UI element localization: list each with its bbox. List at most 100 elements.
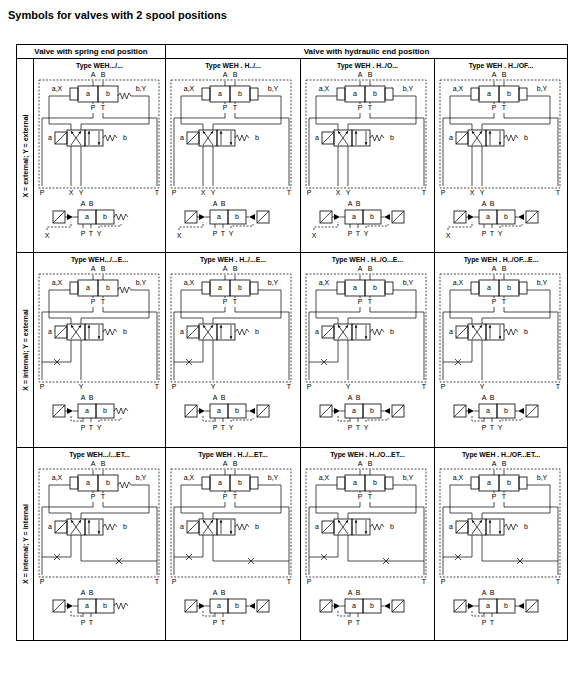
pilot-triangle bbox=[199, 214, 205, 220]
port-label: a bbox=[353, 284, 358, 292]
pilot-chamber bbox=[337, 88, 345, 100]
port-label: A bbox=[357, 71, 363, 79]
valve-square bbox=[228, 404, 246, 418]
valve-square bbox=[365, 475, 385, 491]
port-label: Y bbox=[345, 383, 351, 391]
port-label: P bbox=[347, 230, 353, 238]
port-label: b bbox=[103, 407, 108, 415]
solenoid-symbol bbox=[320, 405, 332, 417]
valve-square bbox=[363, 210, 381, 224]
solenoid-symbol bbox=[456, 132, 468, 144]
solenoid-symbol bbox=[320, 211, 332, 223]
port-label: b bbox=[238, 90, 243, 98]
hydraulic-line bbox=[474, 217, 479, 218]
flow-arrow bbox=[472, 325, 482, 339]
arrow-head bbox=[499, 336, 502, 339]
hydraulic-line bbox=[484, 224, 485, 228]
valve-square bbox=[363, 599, 381, 613]
arrow-head bbox=[210, 131, 213, 134]
flow-arrow bbox=[203, 520, 213, 534]
pilot-triangle bbox=[468, 603, 474, 609]
spring-symbol bbox=[504, 329, 518, 335]
arrow-head bbox=[88, 325, 91, 328]
valve-symbol bbox=[306, 274, 426, 422]
spring-symbol bbox=[118, 93, 131, 99]
port-label: X bbox=[68, 189, 74, 197]
arrow-head bbox=[220, 131, 223, 134]
port-label: b,Y bbox=[135, 474, 147, 482]
port-label: a bbox=[48, 328, 53, 336]
port-label: b bbox=[255, 328, 260, 336]
solenoid-symbol bbox=[185, 211, 197, 223]
port-label: a bbox=[180, 523, 185, 531]
valve-square bbox=[78, 86, 98, 102]
pilot-triangle bbox=[67, 214, 73, 220]
solenoid-symbol bbox=[456, 326, 468, 338]
internal-plug bbox=[517, 558, 523, 564]
solenoid-symbol bbox=[456, 326, 468, 338]
hydraulic-line bbox=[73, 606, 78, 607]
internal-plug bbox=[321, 359, 327, 365]
hydraulic-line bbox=[492, 224, 493, 228]
valve-symbol bbox=[171, 80, 291, 230]
pilot-triangle bbox=[334, 603, 340, 609]
port-label: a bbox=[487, 90, 492, 98]
port-label: P bbox=[306, 383, 312, 391]
solenoid-symbol bbox=[257, 211, 269, 223]
port-label: b bbox=[106, 479, 111, 487]
port-label: A bbox=[347, 589, 353, 597]
flow-arrow bbox=[203, 325, 213, 339]
port-label: a,X bbox=[318, 474, 330, 482]
arrow-head bbox=[345, 131, 348, 134]
port-label: b bbox=[123, 134, 128, 142]
port-label: P bbox=[357, 104, 363, 112]
port-label: B bbox=[100, 460, 106, 468]
hydraulic-line bbox=[71, 146, 72, 186]
hydraulic-line bbox=[174, 307, 225, 380]
arrow-head bbox=[472, 325, 475, 328]
port-label: a bbox=[449, 328, 454, 336]
pilot-triangle bbox=[384, 408, 390, 414]
flow-arrow bbox=[89, 131, 90, 145]
port-label: B bbox=[220, 200, 226, 208]
port-label: B bbox=[100, 71, 106, 79]
port-label: Y bbox=[345, 189, 351, 197]
hydraulic-line bbox=[213, 485, 281, 519]
hydraulic-line bbox=[340, 217, 345, 218]
pilot-chamber bbox=[471, 477, 479, 489]
hydraulic-line bbox=[482, 146, 483, 186]
port-label: P bbox=[357, 298, 363, 306]
pilot-chamber bbox=[385, 477, 393, 489]
valve-square bbox=[78, 475, 98, 491]
port-label: A bbox=[212, 394, 218, 402]
arrow-head bbox=[88, 131, 91, 134]
header-cell: Valve with hydraulic end position bbox=[165, 44, 568, 59]
valve-square bbox=[468, 130, 486, 146]
hydraulic-line bbox=[223, 613, 224, 617]
port-label: a,X bbox=[452, 85, 464, 93]
pilot-line bbox=[203, 611, 215, 616]
hydraulic-line bbox=[213, 290, 281, 324]
port-label: P bbox=[80, 424, 86, 432]
valve-square bbox=[363, 404, 381, 418]
port-label: a bbox=[86, 479, 91, 487]
port-label: A bbox=[357, 265, 363, 273]
port-label: B bbox=[100, 265, 106, 273]
port-label: b bbox=[238, 284, 243, 292]
flow-arrow bbox=[71, 520, 81, 534]
flow-arrow bbox=[356, 131, 357, 145]
valve-square bbox=[85, 130, 103, 146]
valve-square bbox=[67, 519, 85, 535]
internal-plug bbox=[321, 554, 327, 560]
hydraulic-line bbox=[197, 411, 199, 412]
pilot-chamber bbox=[70, 88, 78, 100]
flow-arrow bbox=[356, 325, 357, 339]
hydraulic-line bbox=[225, 81, 226, 86]
hydraulic-line bbox=[443, 340, 472, 362]
hydraulic-line bbox=[91, 418, 92, 422]
flow-arrow bbox=[338, 325, 348, 339]
pilot-triangle bbox=[249, 408, 255, 414]
port-label: a bbox=[217, 213, 222, 221]
port-label: b bbox=[103, 213, 108, 221]
spring-symbol bbox=[504, 524, 518, 530]
